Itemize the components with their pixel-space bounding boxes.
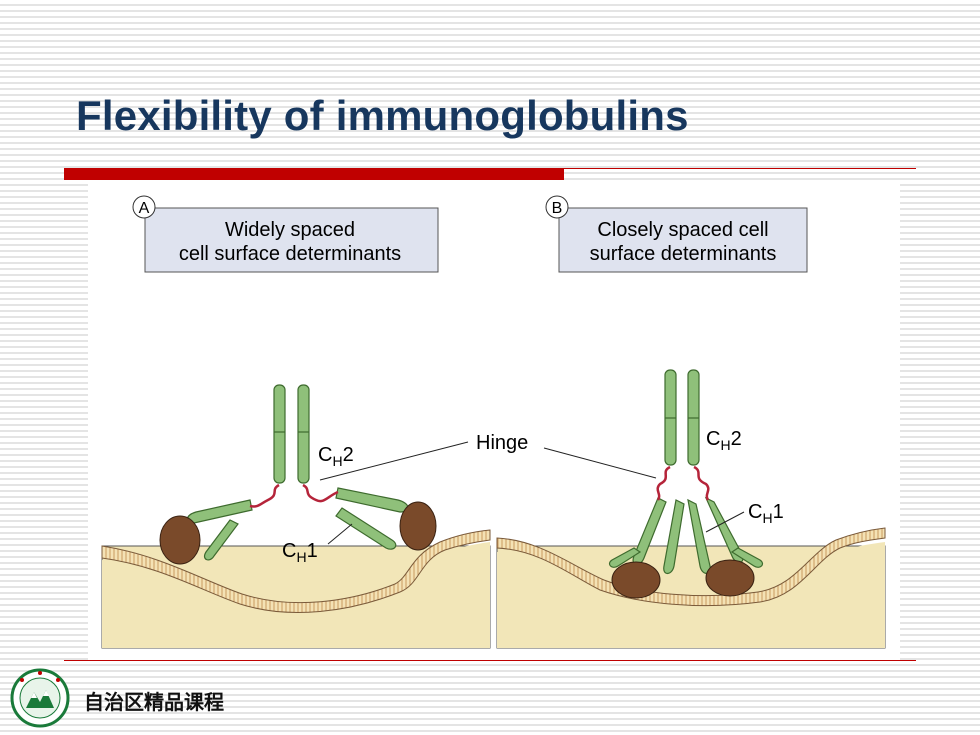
panel-a-cell [101, 529, 491, 649]
title-divider-line [564, 168, 916, 169]
panel-a-hinge [249, 483, 339, 508]
panel-a-antigen-right [399, 501, 437, 551]
panel-b-ch1-label: CH1 [705, 501, 784, 533]
panel-b-letter: B [552, 200, 563, 217]
hinge-label: Hinge [476, 432, 528, 454]
svg-text:CH2: CH2 [318, 444, 354, 469]
panel-a-caption-line1: Widely spaced [225, 219, 355, 241]
panel-a-antigen-left [159, 515, 201, 565]
hinge-leader-a [319, 441, 469, 481]
panel-a-antibody [186, 384, 409, 561]
panel-b-ch2-label: CH2 [706, 428, 742, 453]
svg-text:CH1: CH1 [748, 501, 784, 526]
panel-a-caption: A Widely spaced cell surface determinant… [132, 195, 439, 273]
panel-b-caption-line2: surface determinants [590, 243, 777, 265]
panel-b-antigen-left [611, 561, 661, 599]
hinge-leader-b [543, 447, 657, 479]
immunoglobulin-figure: A Widely spaced cell surface determinant… [88, 182, 900, 660]
svg-text:CH2: CH2 [706, 428, 742, 453]
panel-a-ch2-label: CH2 [318, 444, 354, 469]
panel-a-letter: A [139, 200, 150, 217]
panel-a-ch1-label: CH1 [282, 523, 353, 565]
title-accent-bar [64, 168, 564, 180]
university-seal-icon [10, 668, 70, 728]
panel-b-caption-line1: Closely spaced cell [597, 219, 768, 241]
footer-course-label: 自治区精品课程 [84, 690, 224, 714]
panel-a-caption-line2: cell surface determinants [179, 243, 401, 265]
panel-b-cell [496, 527, 886, 649]
panel-b-caption: B Closely spaced cell surface determinan… [545, 195, 808, 273]
panel-b-antigen-right [705, 559, 755, 597]
footer-divider-line [64, 660, 916, 661]
panel-b-hinge [656, 465, 710, 501]
svg-text:CH1: CH1 [282, 540, 318, 565]
slide-title: Flexibility of immunoglobulins [76, 92, 689, 139]
